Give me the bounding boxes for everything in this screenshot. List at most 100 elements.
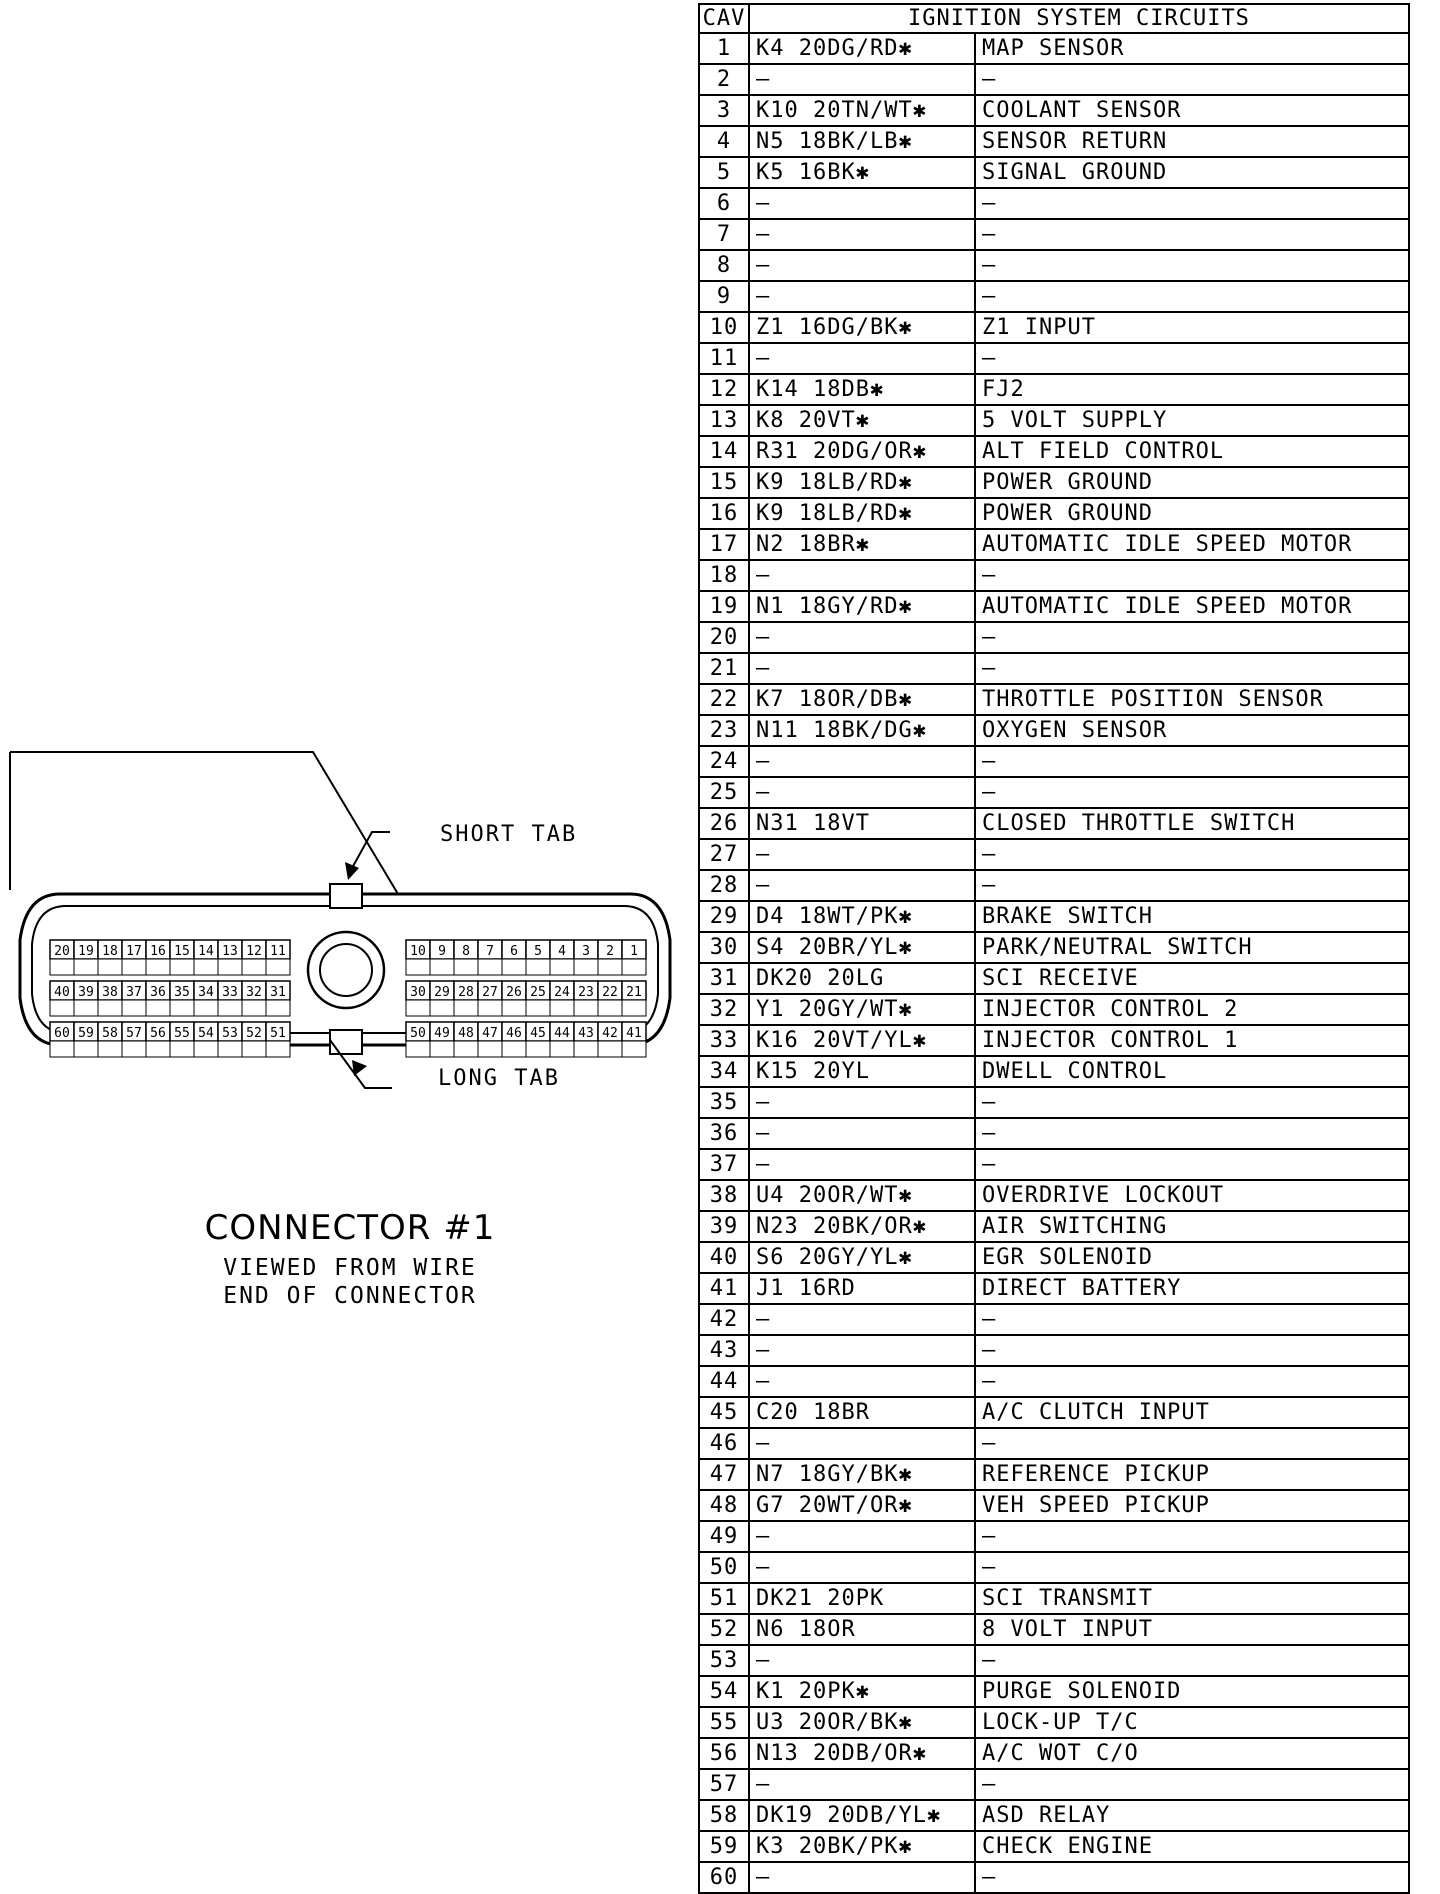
circuit-description-cell: FJ2 xyxy=(974,373,1410,406)
cav-cell: 55 xyxy=(698,1706,750,1739)
terminal-cavity-well xyxy=(525,999,551,1017)
circuit-description-cell: COOLANT SENSOR xyxy=(974,94,1410,127)
circuit-description-cell: DWELL CONTROL xyxy=(974,1055,1410,1088)
terminal-cavity-well xyxy=(549,1040,575,1058)
wire-cell: — xyxy=(748,218,976,251)
wire-cell: — xyxy=(748,1148,976,1181)
circuit-description-cell: CLOSED THROTTLE SWITCH xyxy=(974,807,1410,840)
cavity-number: 38 xyxy=(102,985,118,1000)
cavity-number: 12 xyxy=(246,944,262,959)
wire-cell: U3 20OR/BK✱ xyxy=(748,1706,976,1739)
cavity-number: 46 xyxy=(506,1026,522,1041)
cavity-number: 15 xyxy=(174,944,190,959)
connector-subtitle-line1: VIEWED FROM WIRE xyxy=(223,1255,477,1281)
cavity-number: 28 xyxy=(458,985,474,1000)
circuit-description-cell: — xyxy=(974,187,1410,220)
wire-cell: Z1 16DG/BK✱ xyxy=(748,311,976,344)
table-row: 18—— xyxy=(698,559,1410,592)
cav-cell: 45 xyxy=(698,1396,750,1429)
circuit-description-cell: OVERDRIVE LOCKOUT xyxy=(974,1179,1410,1212)
terminal-cavity-well xyxy=(501,958,527,976)
cav-cell: 48 xyxy=(698,1489,750,1522)
terminal-cavity-well xyxy=(73,958,99,976)
cav-cell: 35 xyxy=(698,1086,750,1119)
cav-cell: 40 xyxy=(698,1241,750,1274)
cav-cell: 51 xyxy=(698,1582,750,1615)
cavity-number: 32 xyxy=(246,985,262,1000)
wire-cell: K1 20PK✱ xyxy=(748,1675,976,1708)
cav-cell: 37 xyxy=(698,1148,750,1181)
terminal-cavity-well xyxy=(169,999,195,1017)
terminal-cavity-well xyxy=(169,1040,195,1058)
circuit-description-cell: 8 VOLT INPUT xyxy=(974,1613,1410,1646)
circuit-description-cell: A/C WOT C/O xyxy=(974,1737,1410,1770)
circuit-description-cell: POWER GROUND xyxy=(974,466,1410,499)
circuit-description-cell: INJECTOR CONTROL 2 xyxy=(974,993,1410,1026)
terminal-cavity-well xyxy=(573,999,599,1017)
cav-cell: 21 xyxy=(698,652,750,685)
terminal-cavity-well xyxy=(121,1040,147,1058)
short-tab-label: SHORT TAB xyxy=(440,822,577,847)
wire-cell: — xyxy=(748,652,976,685)
cav-cell: 10 xyxy=(698,311,750,344)
terminal-cavity-well xyxy=(241,999,267,1017)
circuit-description-cell: — xyxy=(974,1086,1410,1119)
terminal-cavity-well xyxy=(217,958,243,976)
cav-cell: 47 xyxy=(698,1458,750,1491)
table-row: 24—— xyxy=(698,745,1410,778)
cav-cell: 32 xyxy=(698,993,750,1026)
cavity-number: 1 xyxy=(630,944,638,959)
cavity-number: 33 xyxy=(222,985,238,1000)
terminal-cavity-well xyxy=(525,1040,551,1058)
cav-cell: 29 xyxy=(698,900,750,933)
terminal-cavity-well xyxy=(145,1040,171,1058)
circuit-description-cell: 5 VOLT SUPPLY xyxy=(974,404,1410,437)
terminal-cavity-well xyxy=(145,999,171,1017)
cav-cell: 41 xyxy=(698,1272,750,1305)
circuit-description-cell: SCI RECEIVE xyxy=(974,962,1410,995)
cavity-number: 27 xyxy=(482,985,498,1000)
cav-cell: 44 xyxy=(698,1365,750,1398)
terminal-cavity-well xyxy=(621,958,647,976)
table-row: 21—— xyxy=(698,652,1410,685)
terminal-cavity-well xyxy=(549,958,575,976)
wire-cell: DK19 20DB/YL✱ xyxy=(748,1799,976,1832)
cav-cell: 11 xyxy=(698,342,750,375)
table-row: 9—— xyxy=(698,280,1410,313)
cav-cell: 12 xyxy=(698,373,750,406)
cavity-number: 39 xyxy=(78,985,94,1000)
wire-cell: N7 18GY/BK✱ xyxy=(748,1458,976,1491)
cavity-number: 56 xyxy=(150,1026,166,1041)
cavity-number: 14 xyxy=(198,944,214,959)
terminal-cavity-well xyxy=(453,999,479,1017)
wire-cell: N23 20BK/OR✱ xyxy=(748,1210,976,1243)
wire-cell: — xyxy=(748,559,976,592)
circuit-description-cell: REFERENCE PICKUP xyxy=(974,1458,1410,1491)
cav-cell: 42 xyxy=(698,1303,750,1336)
cav-cell: 1 xyxy=(698,32,750,65)
cavity-number: 47 xyxy=(482,1026,498,1041)
cav-cell: 9 xyxy=(698,280,750,313)
table-row: 35—— xyxy=(698,1086,1410,1119)
wire-cell: — xyxy=(748,1520,976,1553)
circuit-description-cell: THROTTLE POSITION SENSOR xyxy=(974,683,1410,716)
cav-cell: 28 xyxy=(698,869,750,902)
terminal-cavity-well xyxy=(597,999,623,1017)
terminal-cavity-well xyxy=(477,999,503,1017)
cavity-number: 7 xyxy=(486,944,494,959)
cavity-number: 29 xyxy=(434,985,450,1000)
wire-cell: N2 18BR✱ xyxy=(748,528,976,561)
circuit-description-cell: — xyxy=(974,280,1410,313)
circuit-description-cell: — xyxy=(974,1365,1410,1398)
